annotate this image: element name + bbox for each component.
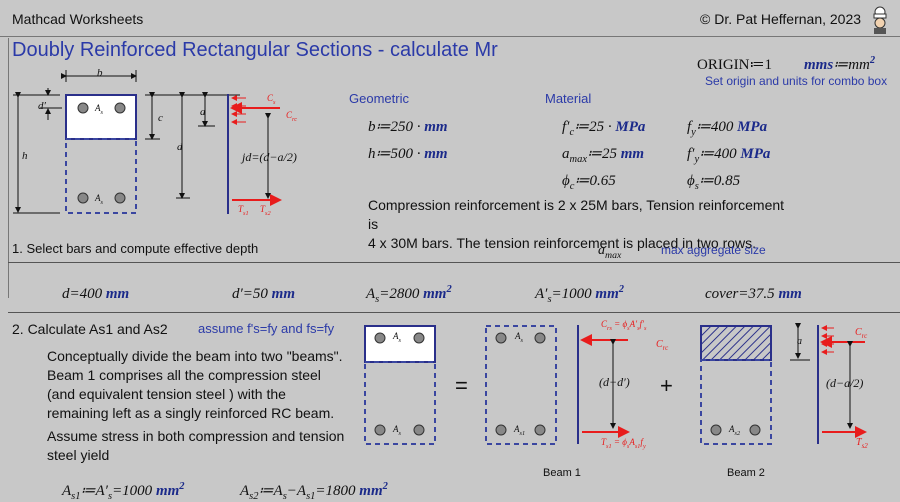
result-cover: cover=37.5 mm <box>705 286 802 302</box>
beam-decomposition-diagram <box>364 323 867 445</box>
step2-paragraph-1: Conceptually divide the beam into two "b… <box>47 348 343 421</box>
As-bottom-label: As <box>95 193 103 206</box>
as2-equation[interactable]: As2≔As−As1=1800 mm2 <box>240 481 388 502</box>
beam-As-bottom: As <box>393 424 401 437</box>
phic-definition[interactable]: ϕc≔0.65 <box>562 173 616 192</box>
plus-sign: + <box>660 373 673 398</box>
material-label: Material <box>545 91 592 106</box>
beam1-cs-equation: Crs = ϕsA′sf′s <box>601 319 647 332</box>
reinforcement-description: Compression reinforcement is 2 x 25M bar… <box>368 197 785 251</box>
step2-paragraph-2: Assume stress in both compression and te… <box>47 428 345 463</box>
app-title: Mathcad Worksheets <box>12 11 144 27</box>
beam1-As-top: As <box>515 331 523 344</box>
result-Aps: A′s=1000 mm2 <box>535 284 625 305</box>
bottom-bar-right <box>114 192 126 204</box>
full-section-dashed <box>364 361 436 445</box>
dim-d-label: d <box>177 141 183 153</box>
beam2-a-label: a <box>797 336 802 347</box>
dim-h-label: h <box>22 150 28 162</box>
Ts2-label: Ts2 <box>260 204 271 217</box>
result-dprime: d′=50 mm <box>232 286 295 302</box>
bottom-bar-left <box>77 192 89 204</box>
beam2-crc-label: Crc <box>855 327 868 340</box>
top-bar-left <box>77 102 89 114</box>
jd-label: jd=(d−a/2) <box>242 150 297 164</box>
author-credit: © Dr. Pat Heffernan, 2023 <box>700 11 862 27</box>
beam1-As1: As1 <box>514 424 526 437</box>
beam1-crc-label: Crc <box>656 339 669 352</box>
result-d: d=400 mm <box>62 286 130 302</box>
beam2-As2: As2 <box>729 424 741 437</box>
step2-label: 2. Calculate As1 and As2 <box>12 321 168 337</box>
section-divider-1 <box>8 262 900 263</box>
origin-note: Set origin and units for combo box <box>705 74 888 88</box>
beam1-caption: Beam 1 <box>543 467 581 479</box>
beam1-outline <box>485 325 557 445</box>
beam2-stress-block <box>700 325 772 361</box>
dim-b-label: b <box>97 67 103 79</box>
top-bar-right <box>114 102 126 114</box>
step2-assumption: assume f's=fy and fs=fy <box>198 321 335 336</box>
beam2-caption: Beam 2 <box>727 467 765 479</box>
full-section-compression <box>364 325 436 363</box>
dim-dprime-label: d′ <box>38 100 46 112</box>
geometric-label: Geometric <box>349 91 409 106</box>
result-As: As=2800 mm2 <box>366 284 452 305</box>
compression-zone <box>65 94 137 140</box>
As-top-label: As <box>95 103 103 116</box>
Ts1-label: Ts1 <box>238 204 249 217</box>
amax-combo-box[interactable]: amax <box>598 243 622 261</box>
step1-label: 1. Select bars and compute effective dep… <box>12 241 259 256</box>
Crc-label: Crc <box>286 110 298 123</box>
beam2-outline <box>700 359 772 445</box>
region-border <box>8 38 10 298</box>
beam2-ts2-label: Ts2 <box>856 437 868 450</box>
page-title: Doubly Reinforced Rectangular Sections -… <box>12 39 498 61</box>
section-diagram <box>13 70 282 214</box>
fpy-definition[interactable]: f′y≔400 MPa <box>687 146 771 165</box>
section-divider-2 <box>8 312 900 313</box>
dim-c-label: c <box>158 112 163 124</box>
equals-sign: = <box>455 373 468 398</box>
mms-definition[interactable]: mms≔mm2 <box>804 55 876 73</box>
chef-avatar-icon <box>873 6 887 34</box>
dim-a-label: a <box>200 106 206 118</box>
b-definition[interactable]: b≔250 · mm <box>368 119 448 135</box>
fc-definition[interactable]: f′c≔25 · MPa <box>562 119 646 138</box>
phis-definition[interactable]: ϕs≔0.85 <box>687 173 741 192</box>
Cs-label: Cs <box>267 93 276 106</box>
beam2-lever-arm: (d−a/2) <box>826 376 864 390</box>
h-definition[interactable]: h≔500 · mm <box>368 146 448 162</box>
as1-equation[interactable]: As1≔A′s=1000 mm2 <box>62 481 185 502</box>
amax-combo-note: max aggregate size <box>661 243 766 257</box>
origin-setting[interactable]: ORIGIN≔1 <box>697 57 772 73</box>
beam1-ts1-equation: Ts1 = ϕsAs1fy <box>601 437 646 450</box>
beam-As-top: As <box>393 331 401 344</box>
amax-definition[interactable]: amax≔25 mm <box>562 146 645 165</box>
header-divider <box>0 36 900 37</box>
fy-definition[interactable]: fy≔400 MPa <box>687 119 768 138</box>
beam1-lever-arm: (d−d′) <box>599 375 630 389</box>
